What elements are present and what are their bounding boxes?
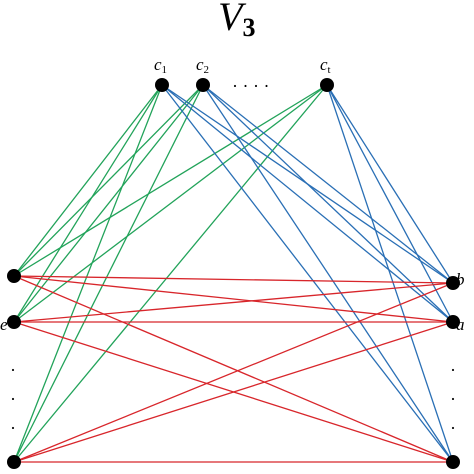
node-R1 xyxy=(446,276,460,290)
edge-ct-R2 xyxy=(326,84,454,323)
title-subscript: 3 xyxy=(242,13,255,42)
edge-ct-L2 xyxy=(13,84,328,323)
node-R2 xyxy=(446,315,460,329)
node-c2 xyxy=(196,78,210,92)
node-label-ct: ct xyxy=(320,55,331,76)
edge-L2-R1 xyxy=(13,282,454,323)
edge-L3-R2 xyxy=(13,321,454,463)
node-group xyxy=(7,78,460,469)
edge-c2-L3 xyxy=(13,84,204,463)
edge-c1-L2 xyxy=(13,84,163,323)
edge-ct-R3 xyxy=(326,84,454,463)
node-label-c2: c2 xyxy=(196,55,209,76)
title-letter: V xyxy=(218,0,247,39)
top-ellipsis: · · · · xyxy=(232,76,269,96)
node-L2 xyxy=(7,315,21,329)
edge-L1-R2 xyxy=(13,275,454,323)
edge-c2-R1 xyxy=(202,84,454,284)
node-R3 xyxy=(446,455,460,469)
edge-c2-R3 xyxy=(202,84,454,463)
edge-L1-R3 xyxy=(13,275,454,463)
node-L1 xyxy=(7,269,21,283)
edge-c1-L1 xyxy=(13,84,163,277)
title: V3 xyxy=(218,0,255,42)
edge-c2-L2 xyxy=(13,84,204,323)
node-c1 xyxy=(155,78,169,92)
edge-L1-R1 xyxy=(13,275,454,284)
node-label-b: b xyxy=(456,270,465,289)
edge-ct-L1 xyxy=(13,84,328,277)
left-ellipsis-1: · xyxy=(10,360,16,380)
edge-c1-R3 xyxy=(161,84,454,463)
edge-group xyxy=(13,84,454,463)
edge-L3-R1 xyxy=(13,282,454,463)
right-ellipsis-1: · xyxy=(450,360,456,380)
node-label-e: e xyxy=(0,315,8,334)
node-ct xyxy=(320,78,334,92)
edge-c1-L3 xyxy=(13,84,163,463)
left-ellipsis-3: · xyxy=(10,418,16,438)
right-ellipsis-3: · xyxy=(450,418,456,438)
edge-ct-L3 xyxy=(13,84,328,463)
node-label-c1: c1 xyxy=(154,55,167,76)
node-label-a: a xyxy=(456,315,465,334)
right-ellipsis-2: · xyxy=(450,389,456,409)
edge-ct-R1 xyxy=(326,84,454,284)
node-L3 xyxy=(7,455,21,469)
edge-c2-L1 xyxy=(13,84,204,277)
left-ellipsis-2: · xyxy=(10,389,16,409)
